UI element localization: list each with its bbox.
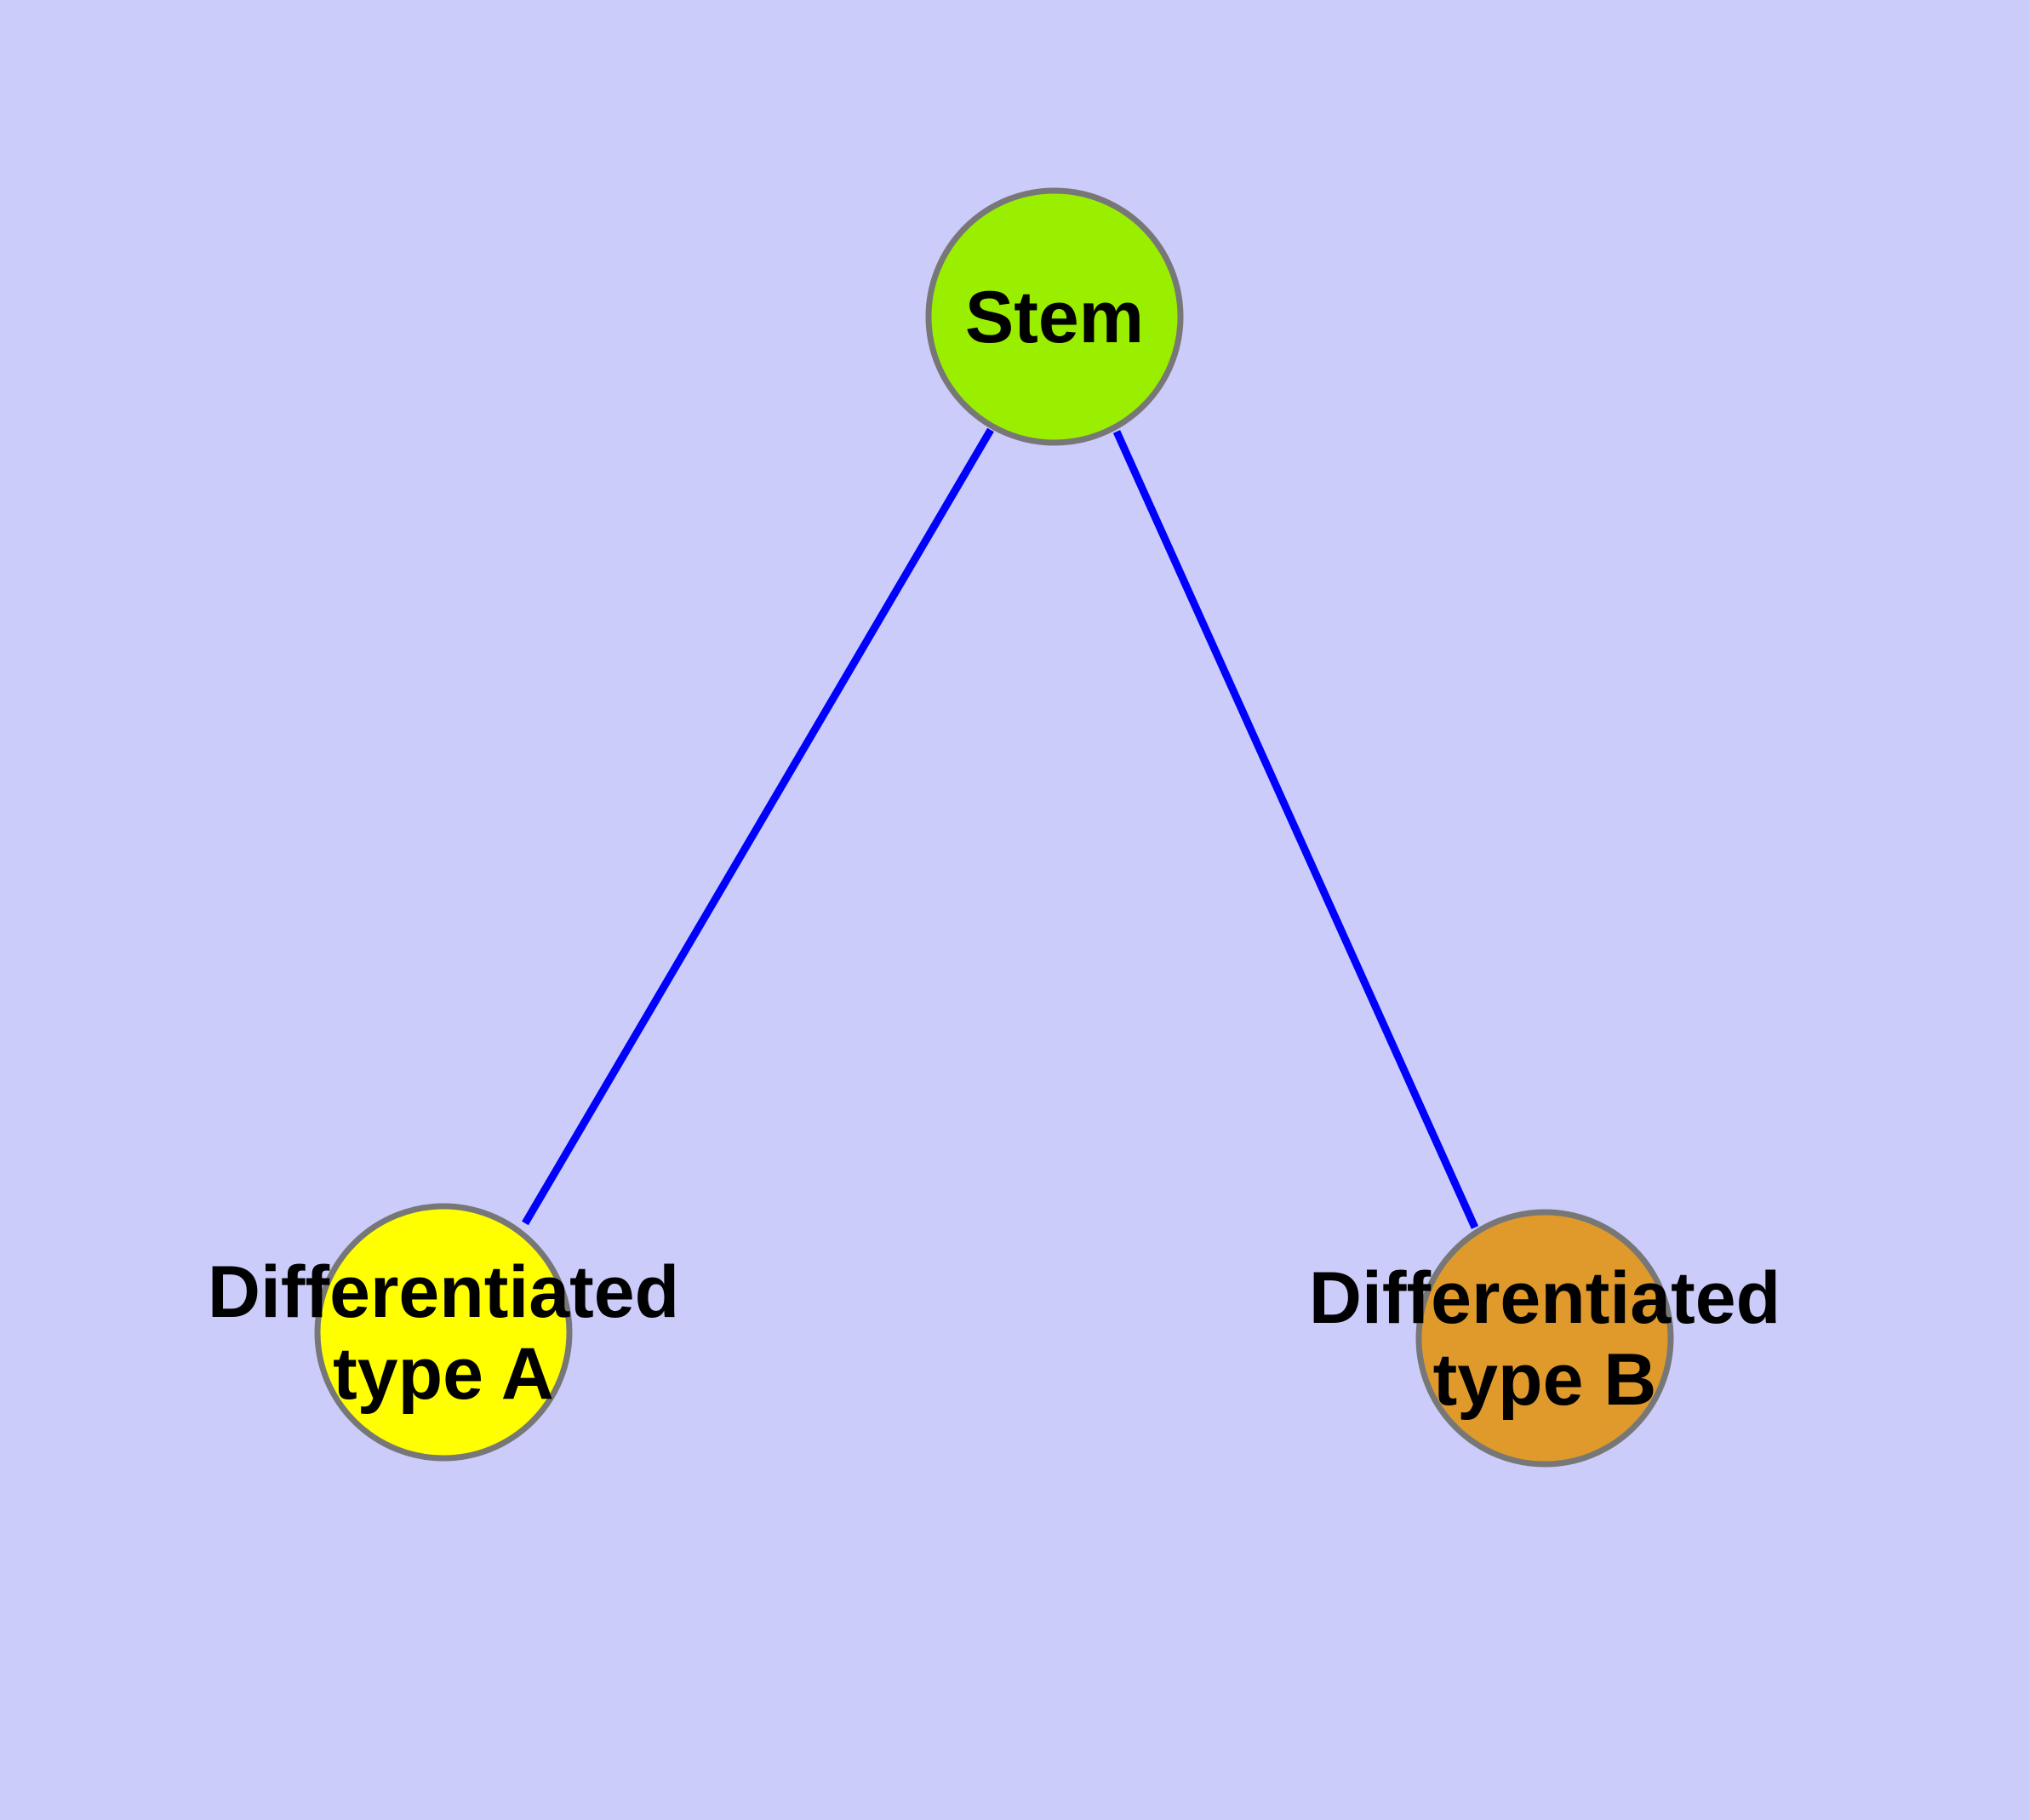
node-differentiated-type-a[interactable] xyxy=(314,1203,573,1462)
node-differentiated-type-b-circle[interactable] xyxy=(1415,1209,1674,1468)
node-stem-label: Stem xyxy=(965,277,1144,358)
edge-stem-to-differentiated-type-a[interactable] xyxy=(522,427,994,1226)
node-differentiated-type-b[interactable] xyxy=(1415,1209,1674,1468)
edge-stem-to-differentiated-type-b[interactable] xyxy=(1112,430,1479,1229)
node-differentiated-type-a-circle[interactable] xyxy=(314,1203,573,1462)
node-stem-circle[interactable] xyxy=(925,187,1184,446)
node-stem[interactable] xyxy=(925,187,1184,446)
nodes-layer xyxy=(314,187,1674,1468)
edges-layer xyxy=(522,427,1479,1229)
